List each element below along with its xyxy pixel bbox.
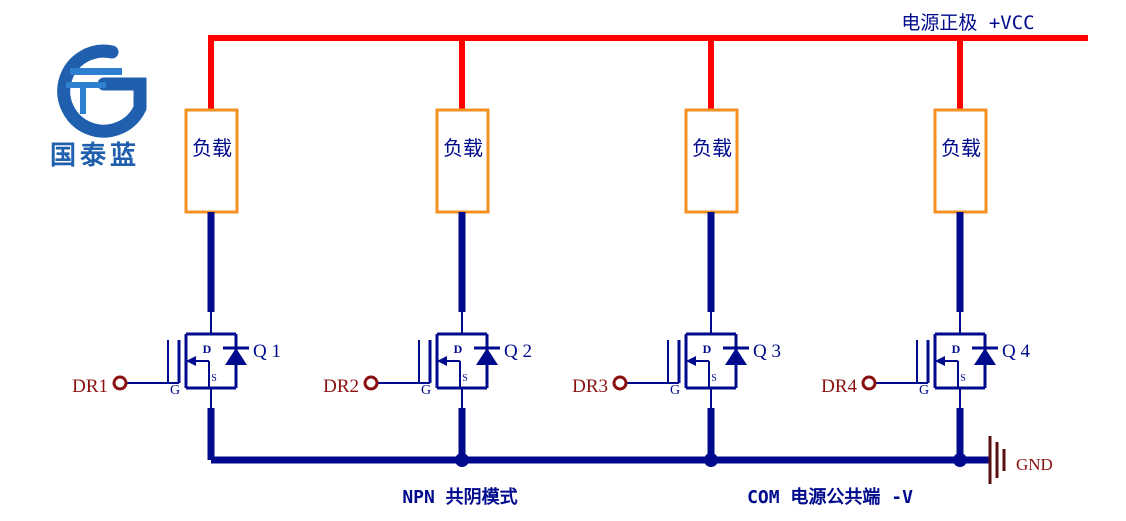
transistor-label: Q 2 (504, 341, 532, 362)
load-box (684, 108, 739, 214)
load-box (184, 108, 239, 214)
pin-g-label: G (919, 383, 929, 398)
logo-bar-middle (66, 82, 106, 88)
logo-g-shape (57, 44, 147, 138)
load-box (933, 108, 988, 214)
mosfet-arrow (437, 356, 447, 366)
input-terminal (612, 375, 628, 391)
mode-label: NPN 共阴模式 (402, 486, 517, 508)
channel-3: 负载 D S G Q 3 DR3 (572, 35, 781, 460)
channel-4: 负载 D S G Q 4 DR4 (821, 35, 1030, 460)
mosfet-arrow (186, 356, 196, 366)
load-label: 负载 (192, 136, 232, 160)
pin-d-label: D (703, 342, 712, 356)
channel-1: 负载 D S G Q 1 DR1 (72, 35, 281, 460)
transistor-label: Q 3 (753, 341, 781, 362)
mosfet-arrow (935, 356, 945, 366)
logo-stem (80, 88, 86, 114)
vcc-label: 电源正极 +VCC (901, 12, 1034, 34)
pin-s-label: S (211, 373, 217, 384)
logo-company-name: 国泰蓝 (50, 141, 140, 171)
input-label: DR2 (323, 376, 359, 397)
body-diode-triangle (725, 348, 747, 365)
channels: 负载 D S G Q 1 DR1 负载 D S G Q 2 DR2 负载 D S G Q 3 DR3 负载 D S G Q … (72, 35, 1030, 460)
pin-d-label: D (203, 342, 212, 356)
load-label: 负载 (941, 136, 981, 160)
pin-d-label: D (454, 342, 463, 356)
pin-s-label: S (462, 373, 468, 384)
com-label: COM 电源公共端 -V (747, 486, 913, 508)
input-terminal (112, 375, 128, 391)
input-terminal (861, 375, 877, 391)
load-label: 负载 (692, 136, 732, 160)
pin-s-label: S (711, 373, 717, 384)
transistor-label: Q 4 (1002, 341, 1030, 362)
load-label: 负载 (443, 136, 483, 160)
gnd-label: GND (1016, 455, 1053, 474)
logo-bar-top (70, 68, 122, 75)
pin-g-label: G (170, 383, 180, 398)
input-label: DR3 (572, 376, 608, 397)
body-diode-triangle (974, 348, 996, 365)
mosfet-arrow (686, 356, 696, 366)
body-diode-triangle (225, 348, 247, 365)
pin-d-label: D (952, 342, 961, 356)
channel-2: 负载 D S G Q 2 DR2 (323, 35, 532, 460)
gnd-symbol (988, 436, 1006, 484)
input-label: DR4 (821, 376, 857, 397)
input-terminal (363, 375, 379, 391)
pin-g-label: G (421, 383, 431, 398)
pin-s-label: S (960, 373, 966, 384)
pin-g-label: G (670, 383, 680, 398)
input-label: DR1 (72, 376, 108, 397)
body-diode-triangle (476, 348, 498, 365)
load-box (435, 108, 490, 214)
company-logo: 国泰蓝 (50, 44, 147, 171)
transistor-label: Q 1 (253, 341, 281, 362)
